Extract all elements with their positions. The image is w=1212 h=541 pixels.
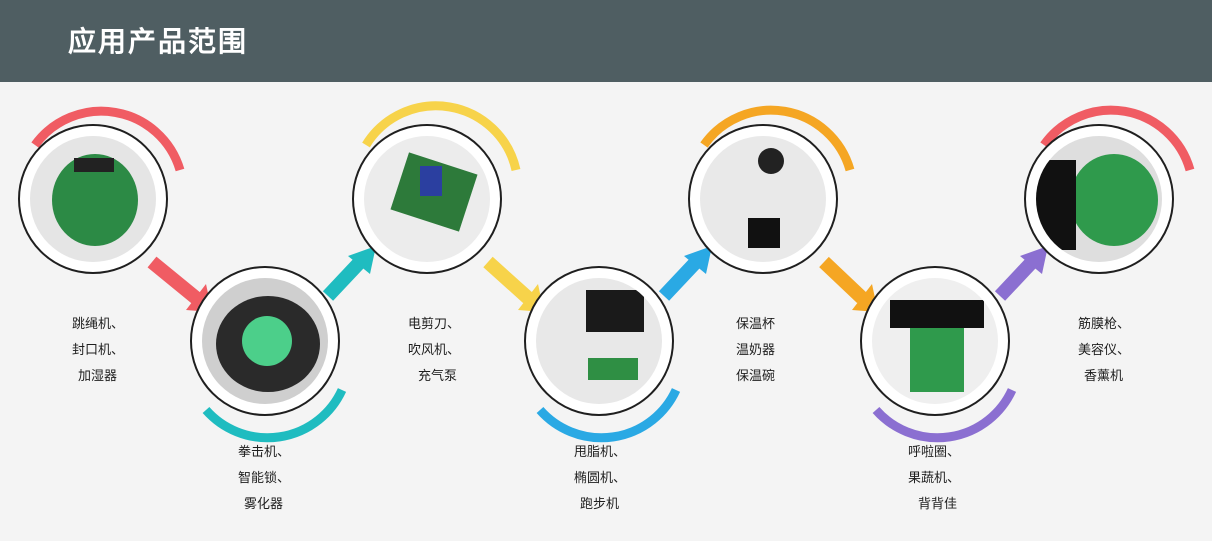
round-pcb-photo — [1070, 154, 1158, 246]
product-caption-7: 筋膜枪、 美容仪、 香薰机 — [1078, 317, 1131, 384]
ring-arc-6 — [872, 388, 1017, 443]
ring-arc-1 — [31, 106, 185, 172]
ring-arc-5 — [700, 105, 855, 172]
arrow-2 — [322, 246, 376, 301]
temp-display-photo — [748, 218, 780, 248]
arrow-4 — [658, 246, 712, 301]
product-caption-3: 电剪刀、 吹风机、 充气泵 — [408, 317, 461, 384]
controller-box-photo — [586, 290, 644, 332]
product-photo-3 — [352, 124, 502, 274]
product-photo-5 — [688, 124, 838, 274]
arrow-6 — [994, 246, 1048, 301]
page-title: 应用产品范围 — [68, 25, 249, 58]
ring-arc-7 — [1040, 105, 1195, 172]
product-caption-1: 跳绳机、 封口机、 加湿器 — [72, 317, 125, 384]
ring-arc-2 — [202, 388, 347, 443]
product-photo-2 — [190, 266, 340, 416]
product-photo-6 — [860, 266, 1010, 416]
product-photo-1 — [18, 124, 168, 274]
ring-arc-3 — [362, 101, 521, 171]
product-caption-6: 呼啦圈、 果蔬机、 背背佳 — [908, 445, 961, 512]
product-caption-5: 保温杯 温奶器 保温碗 — [736, 317, 776, 384]
product-photo-4 — [524, 266, 674, 416]
counter-display-photo — [890, 300, 984, 328]
product-caption-2: 拳击机、 智能锁、 雾化器 — [238, 445, 291, 512]
page-header: 应用产品范围 — [0, 0, 1212, 82]
product-caption-4: 甩脂机、 椭圆机、 跑步机 — [574, 445, 627, 512]
product-photo-7 — [1024, 124, 1174, 274]
ring-arc-4 — [536, 388, 681, 443]
